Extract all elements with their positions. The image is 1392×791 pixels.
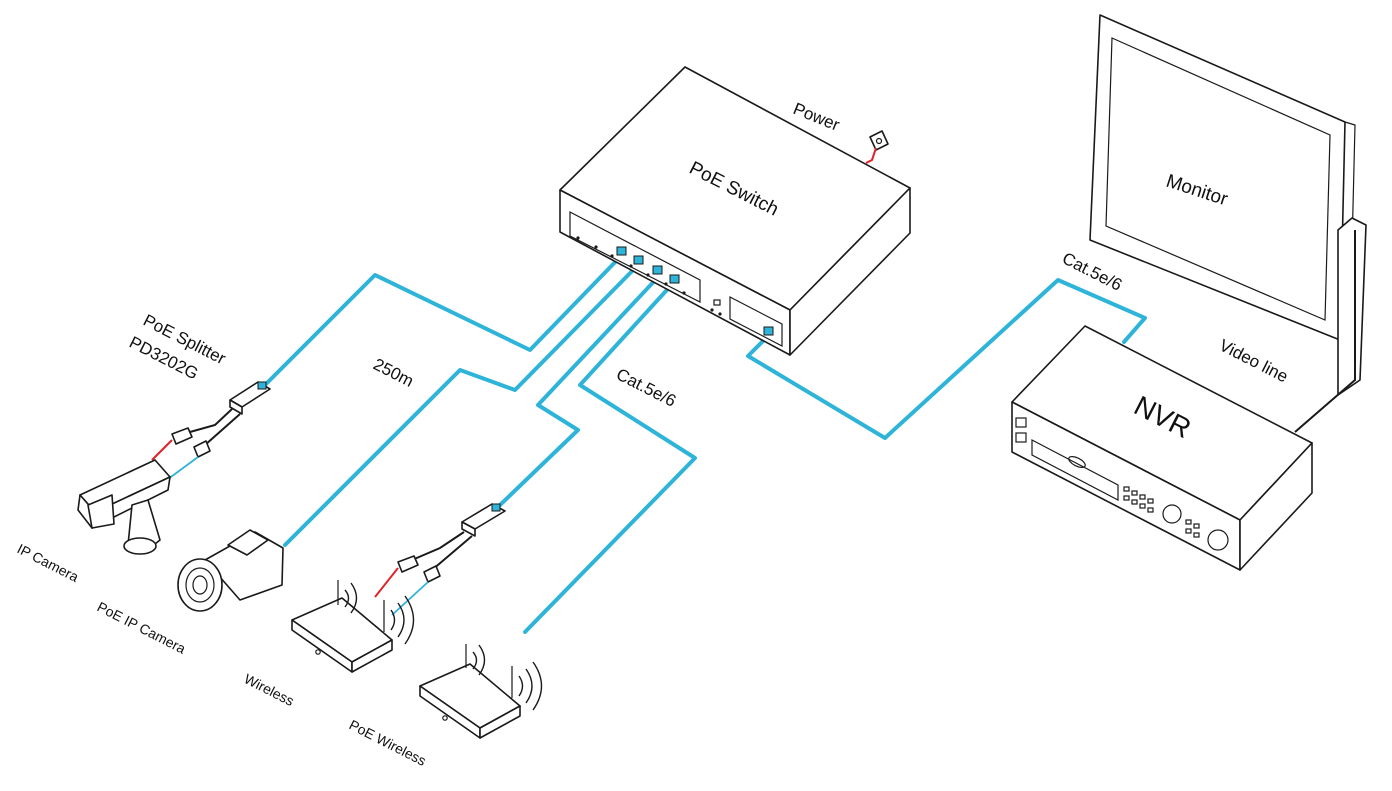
- cable-splitter: [263, 253, 624, 387]
- cat-center-label: Cat.5e/6: [613, 365, 679, 411]
- ip-camera: [77, 459, 171, 555]
- cable-poe-wireless: [523, 278, 697, 634]
- cat-right-label: Cat.5e/6: [1059, 249, 1125, 295]
- switch-ports: [576, 236, 774, 336]
- wireless-router: [291, 580, 415, 673]
- wireless-label: Wireless: [242, 670, 297, 709]
- distance-label: 250m: [370, 355, 417, 391]
- cable-wireless-splitter: [498, 273, 662, 507]
- poe-ip-camera-label: PoE IP Camera: [95, 598, 189, 656]
- poe-switch: PoE Switch: [559, 66, 911, 356]
- poe-splitter-wireless: [374, 503, 506, 616]
- poe-splitter: [151, 381, 271, 486]
- video-line-cable: [1294, 230, 1356, 433]
- video-line-label: Video line: [1216, 336, 1291, 387]
- diagram-labels: PoE Splitter PD3202G 250m Cat.5e/6 Cat.5…: [15, 249, 1125, 769]
- poe-wireless-router: [419, 644, 543, 739]
- ip-camera-label: IP Camera: [15, 540, 82, 585]
- monitor: Monitor: [1089, 14, 1367, 396]
- cable-nvr: [746, 278, 1147, 440]
- cable-poe-ip-camera: [283, 261, 642, 547]
- poe-ip-camera: [177, 529, 284, 612]
- nvr: NVR: [1011, 325, 1313, 571]
- poe-wireless-label: PoE Wireless: [347, 716, 429, 768]
- cables: [263, 253, 1147, 634]
